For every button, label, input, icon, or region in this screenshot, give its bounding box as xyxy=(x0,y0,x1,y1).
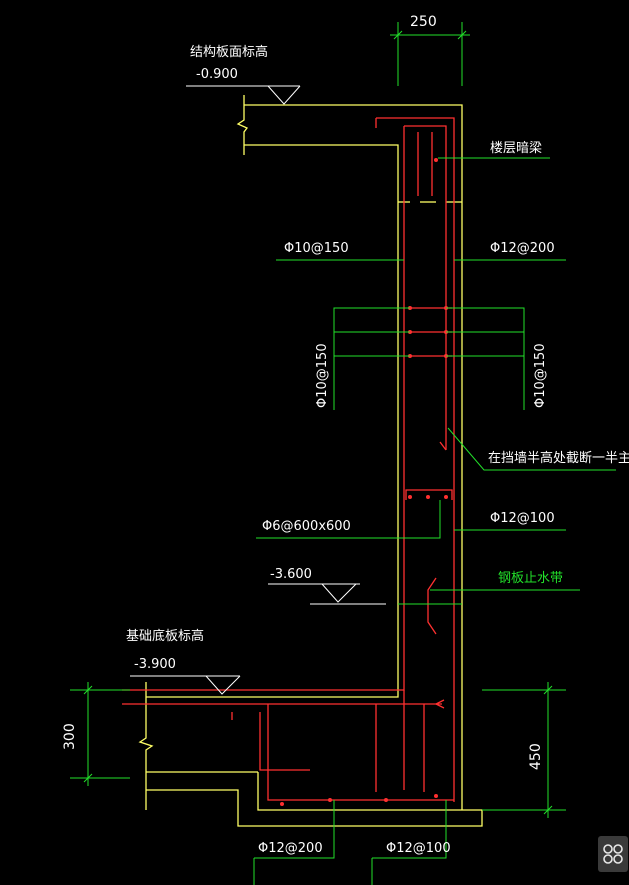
rebar-bottom-left-label: Φ12@200 xyxy=(258,841,323,856)
rebar-bottom-right-label: Φ12@100 xyxy=(386,841,451,856)
tie-label: Φ6@600x600 xyxy=(262,519,351,534)
dim-top-label: 250 xyxy=(410,14,437,30)
base-title-label: 基础底板标高 xyxy=(126,628,204,644)
dim-right-label: 450 xyxy=(528,743,544,770)
rebar-left-v-label: Φ10@150 xyxy=(315,343,330,408)
concrete-outline xyxy=(138,95,483,827)
rebar-right-lower-label: Φ12@100 xyxy=(490,511,555,526)
cut-note-label: 在挡墙半高处截断一半主筋 xyxy=(488,450,629,466)
beam-label: 楼层暗梁 xyxy=(490,141,542,156)
leader-lines xyxy=(70,22,616,885)
dim-left-label: 300 xyxy=(62,723,78,750)
base-elev-label: -3.900 xyxy=(134,657,176,672)
slab-elev-label: -0.900 xyxy=(196,67,238,82)
view-toggle-button[interactable] xyxy=(598,836,628,872)
rebar-right-v-label: Φ10@150 xyxy=(533,343,548,408)
text-labels: 250 结构板面标高 -0.900 楼层暗梁 Φ10@150 Φ12@200 Φ… xyxy=(62,14,629,856)
elev-mid-label: -3.600 xyxy=(270,567,312,582)
slab-title-label: 结构板面标高 xyxy=(190,44,268,60)
grid-view-icon xyxy=(603,844,623,864)
elevation-markers xyxy=(130,85,386,695)
rebar-cage xyxy=(122,117,455,802)
rebar-right-h-label: Φ12@200 xyxy=(490,241,555,256)
water-stop-label: 钢板止水带 xyxy=(498,571,563,586)
rebar-left-h-label: Φ10@150 xyxy=(284,241,349,256)
